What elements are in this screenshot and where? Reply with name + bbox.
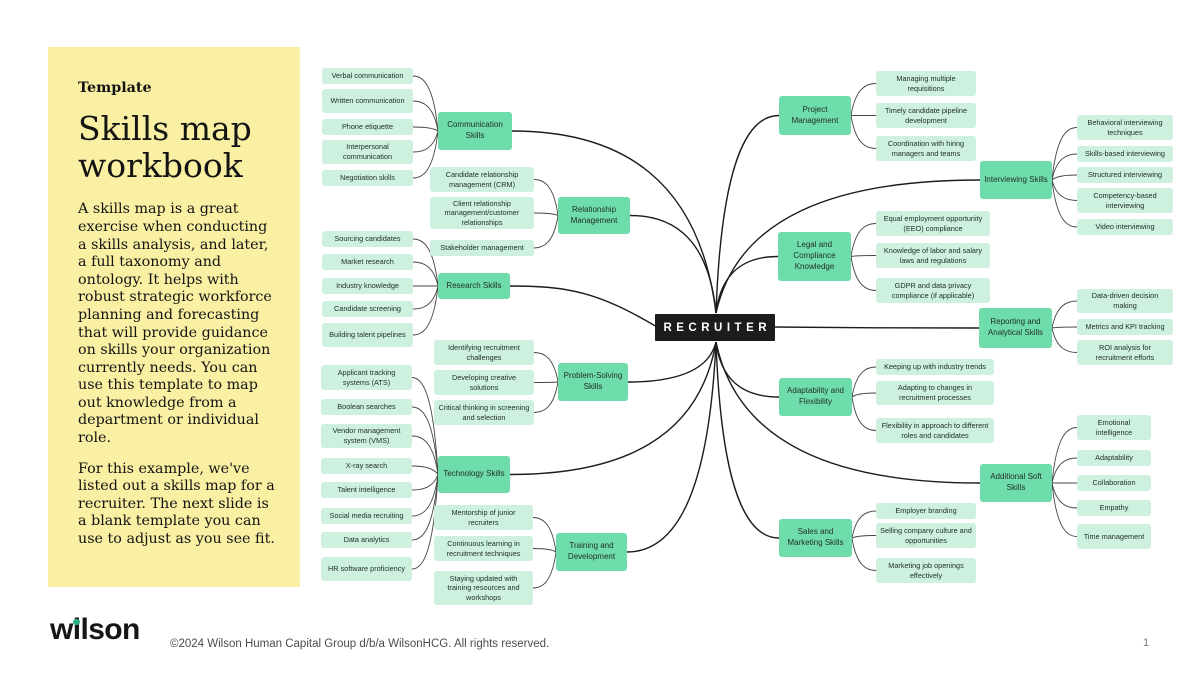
- branch-node-interviewing-skills: Interviewing Skills: [980, 161, 1052, 199]
- leaf-node-identifying-recruitment-challenges: Identifying recruitment challenges: [434, 340, 534, 365]
- leaf-node-keeping-up-with-industry-trends: Keeping up with industry trends: [876, 359, 994, 375]
- leaf-node-staying-updated-with-training-resources-and-workshops: Staying updated with training resources …: [434, 571, 533, 605]
- leaf-node-empathy: Empathy: [1077, 500, 1151, 516]
- branch-node-problem-solving-skills: Problem-Solving Skills: [558, 363, 628, 401]
- leaf-node-stakeholder-management: Stakeholder management: [430, 240, 534, 256]
- copyright-text: ©2024 Wilson Human Capital Group d/b/a W…: [170, 638, 550, 650]
- leaf-node-phone-etiquette: Phone etiquette: [322, 119, 413, 135]
- leaf-node-mentorship-of-junior-recruiters: Mentorship of junior recruiters: [434, 505, 533, 530]
- leaf-node-emotional-intelligence: Emotional intelligence: [1077, 415, 1151, 440]
- leaf-node-video-interviewing: Video interviewing: [1077, 219, 1173, 235]
- branch-node-relationship-management: Relationship Management: [558, 197, 630, 234]
- leaf-node-equal-employment-opportunity-eeo-compliance: Equal employment opportunity (EEO) compl…: [876, 211, 990, 236]
- leaf-node-competency-based-interviewing: Competency-based interviewing: [1077, 188, 1173, 213]
- page-title: Skills map workbook: [78, 108, 252, 185]
- leaf-node-candidate-relationship-management-crm: Candidate relationship management (CRM): [430, 167, 534, 192]
- leaf-node-building-talent-pipelines: Building talent pipelines: [322, 323, 413, 347]
- intro-panel: Template Skills map workbook A skills ma…: [48, 47, 300, 588]
- leaf-node-managing-multiple-requisitions: Managing multiple requisitions: [876, 71, 976, 96]
- leaf-node-client-relationship-management-customer-relationships: Client relationship management/customer …: [430, 197, 534, 229]
- leaf-node-applicant-tracking-systems-ats: Applicant tracking systems (ATS): [321, 365, 412, 390]
- leaf-node-interpersonal-communication: Interpersonal communication: [322, 140, 413, 164]
- leaf-node-skills-based-interviewing: Skills-based interviewing: [1077, 146, 1173, 162]
- leaf-node-social-media-recruiting: Social media recruiting: [321, 508, 412, 524]
- intro-paragraph-1: A skills map is a great exercise when co…: [78, 201, 272, 446]
- leaf-node-negotiation-skills: Negotiation skills: [322, 170, 413, 186]
- leaf-node-flexibility-in-approach-to-different-roles-and-candidates: Flexibility in approach to different rol…: [876, 418, 994, 443]
- leaf-node-marketing-job-openings-effectively: Marketing job openings effectively: [876, 558, 976, 583]
- leaf-node-gdpr-and-data-privacy-compliance-if-applicable: GDPR and data privacy compliance (if app…: [876, 278, 990, 303]
- leaf-node-verbal-communication: Verbal communication: [322, 68, 413, 84]
- leaf-node-written-communication: Written communication: [322, 89, 413, 113]
- leaf-node-coordination-with-hiring-managers-and-teams: Coordination with hiring managers and te…: [876, 136, 976, 161]
- leaf-node-behavioral-interviewing-techniques: Behavioral interviewing techniques: [1077, 115, 1173, 140]
- leaf-node-structured-interviewing: Structured interviewing: [1077, 167, 1173, 183]
- branch-node-technology-skills: Technology Skills: [438, 456, 510, 493]
- leaf-node-critical-thinking-in-screening-and-selection: Critical thinking in screening and selec…: [434, 400, 534, 425]
- leaf-node-timely-candidate-pipeline-development: Timely candidate pipeline development: [876, 103, 976, 128]
- branch-node-reporting-and-analytical-skills: Reporting and Analytical Skills: [979, 308, 1052, 348]
- page-number: 1: [1143, 637, 1150, 649]
- branch-node-sales-and-marketing-skills: Sales and Marketing Skills: [779, 519, 852, 557]
- leaf-node-data-driven-decision-making: Data-driven decision making: [1077, 289, 1173, 313]
- leaf-node-metrics-and-kpi-tracking: Metrics and KPI tracking: [1077, 319, 1173, 335]
- leaf-node-knowledge-of-labor-and-salary-laws-and-regulations: Knowledge of labor and salary laws and r…: [876, 243, 990, 268]
- leaf-node-adapting-to-changes-in-recruitment-processes: Adapting to changes in recruitment proce…: [876, 381, 994, 405]
- branch-node-research-skills: Research Skills: [438, 273, 510, 299]
- leaf-node-sourcing-candidates: Sourcing candidates: [322, 231, 413, 247]
- leaf-node-adaptability: Adaptability: [1077, 450, 1151, 466]
- leaf-node-data-analytics: Data analytics: [321, 532, 412, 548]
- leaf-node-collaboration: Collaboration: [1077, 475, 1151, 491]
- leaf-node-boolean-searches: Boolean searches: [321, 399, 412, 415]
- intro-paragraph-2: For this example, we've listed out a ski…: [78, 460, 275, 547]
- leaf-node-hr-software-proficiency: HR software proficiency: [321, 557, 412, 581]
- leaf-node-selling-company-culture-and-opportunities: Selling company culture and opportunitie…: [876, 523, 976, 548]
- leaf-node-roi-analysis-for-recruitment-efforts: ROI analysis for recruitment efforts: [1077, 340, 1173, 365]
- leaf-node-industry-knowledge: Industry knowledge: [322, 278, 413, 294]
- branch-node-training-and-development: Training and Development: [556, 533, 627, 571]
- leaf-node-vendor-management-system-vms: Vendor management system (VMS): [321, 424, 412, 448]
- leaf-node-continuous-learning-in-recruitment-techniques: Continuous learning in recruitment techn…: [434, 536, 533, 561]
- leaf-node-developing-creative-solutions: Developing creative solutions: [434, 370, 534, 395]
- leaf-node-employer-branding: Employer branding: [876, 503, 976, 519]
- leaf-node-candidate-screening: Candidate screening: [322, 301, 413, 317]
- leaf-node-talent-intelligence: Talent intelligence: [321, 482, 412, 498]
- panel-kicker: Template: [78, 80, 152, 96]
- leaf-node-time-management: Time management: [1077, 524, 1151, 549]
- branch-node-legal-and-compliance-knowledge: Legal and Compliance Knowledge: [778, 232, 851, 281]
- branch-node-additional-soft-skills: Additional Soft Skills: [980, 464, 1052, 502]
- leaf-node-market-research: Market research: [322, 254, 413, 270]
- branch-node-adaptability-and-flexibility: Adaptability and Flexibility: [779, 378, 852, 416]
- branch-node-project-management: Project Management: [779, 96, 851, 135]
- branch-node-communication-skills: Communication Skills: [438, 112, 512, 150]
- center-node-recruiter: RECRUITER: [655, 314, 775, 341]
- leaf-node-x-ray-search: X-ray search: [321, 458, 412, 474]
- wilson-logo: wilson: [50, 613, 140, 646]
